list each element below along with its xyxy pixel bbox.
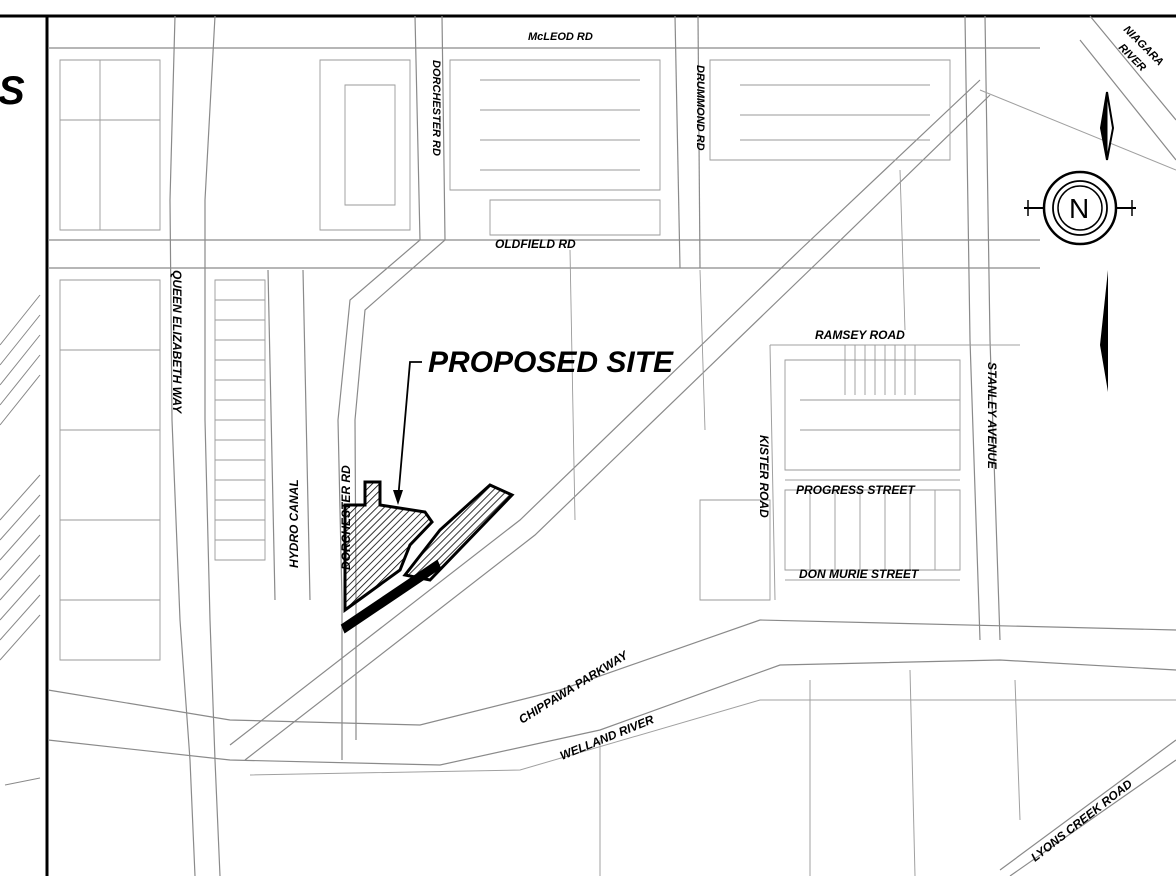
road-label-ramsey: RAMSEY ROAD xyxy=(815,328,905,342)
road-label-kister: KISTER ROAD xyxy=(757,435,771,518)
road-network xyxy=(47,15,1176,876)
site-leader-arrow xyxy=(393,490,403,505)
road-label-qew: QUEEN ELIZABETH WAY xyxy=(170,270,184,414)
left-panel-graphics xyxy=(0,294,41,786)
road-label-progress: PROGRESS STREET xyxy=(796,483,916,497)
road-label-stanley: STANLEY AVENUE xyxy=(985,362,999,470)
road-label-mcleod: McLEOD RD xyxy=(528,31,593,43)
compass-letter-n: N xyxy=(1069,193,1089,224)
road-label-drummond: DRUMMOND RD xyxy=(694,65,706,151)
site-leader-line xyxy=(397,361,422,501)
road-label-hydro-canal: HYDRO CANAL xyxy=(287,479,301,568)
road-label-don-murie: DON MURIE STREET xyxy=(799,567,920,581)
proposed-site-parcels xyxy=(340,480,515,634)
corner-letter-label: S xyxy=(0,69,25,113)
road-label-dorchester-south: DORCHESTER RD xyxy=(339,465,353,570)
road-label-oldfield: OLDFIELD RD xyxy=(495,237,576,251)
road-label-dorchester-north: DORCHESTER RD xyxy=(430,60,442,156)
north-arrow xyxy=(1024,91,1136,392)
proposed-site-label: PROPOSED SITE xyxy=(428,346,674,379)
